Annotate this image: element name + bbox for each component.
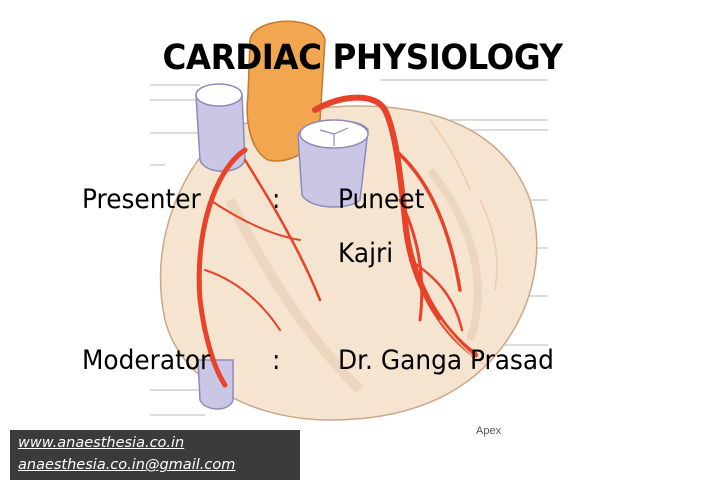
moderator-label: Moderator (82, 345, 211, 376)
vena-cava (195, 83, 246, 410)
moderator-separator: : (272, 345, 281, 376)
pulmonary-trunk (297, 119, 369, 208)
website-link[interactable]: www.anaesthesia.co.in (18, 435, 185, 451)
moderator-name: Dr. Ganga Prasad (338, 345, 554, 376)
apex-label: Apex (476, 425, 502, 437)
presenter-separator: : (272, 184, 281, 215)
coronary-arteries (196, 94, 478, 388)
email-link[interactable]: anaesthesia.co.in@gmail.com (18, 457, 236, 473)
presenter-label: Presenter (82, 184, 201, 215)
slide-title: CARDIAC PHYSIOLOGY (162, 38, 563, 78)
footer-box: www.anaesthesia.co.in anaesthesia.co.in@… (10, 430, 300, 480)
presenter-name-line1: Puneet (338, 184, 425, 215)
presenter-name-line2: Kajri (338, 238, 394, 269)
